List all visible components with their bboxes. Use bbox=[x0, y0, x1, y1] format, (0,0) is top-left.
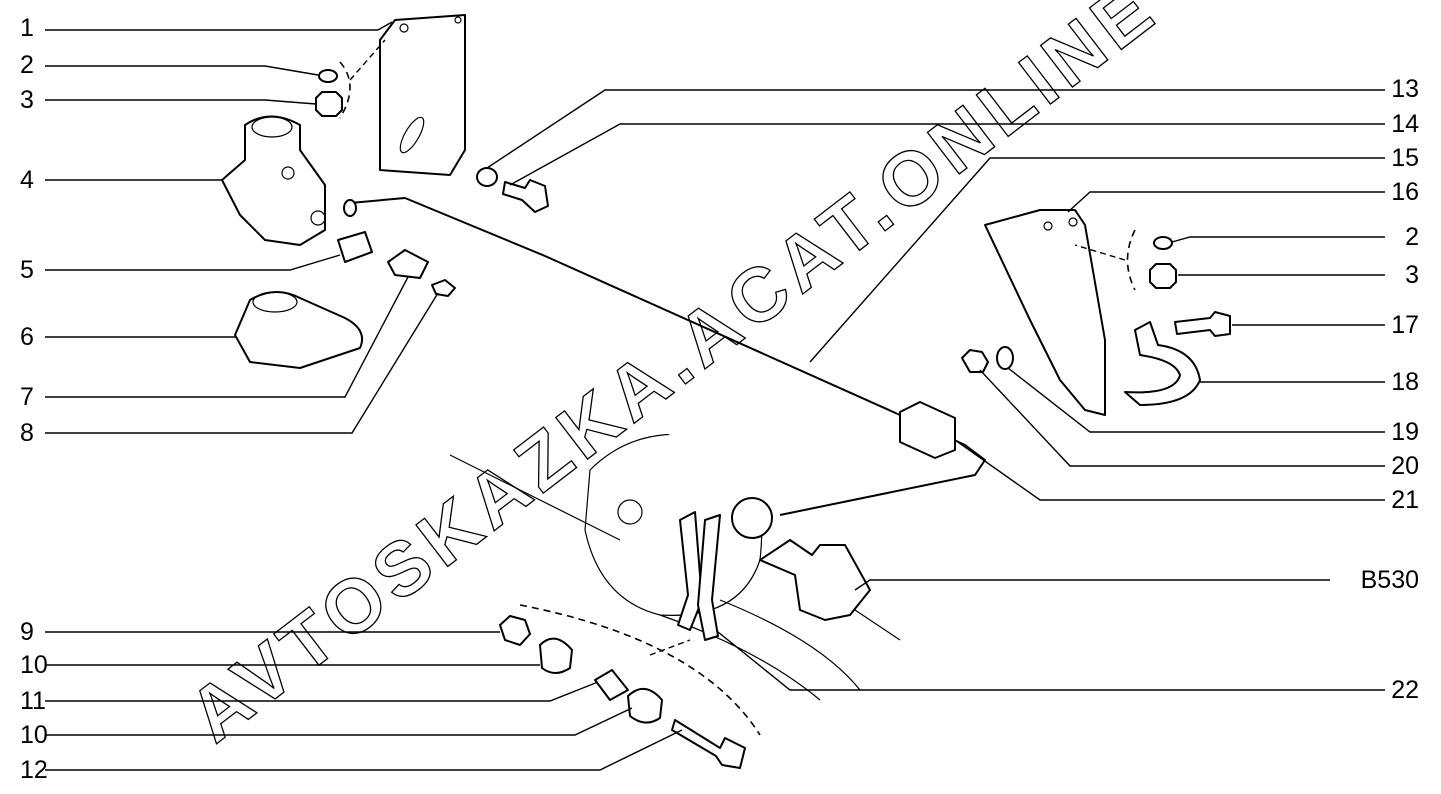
callout-6: 6 bbox=[20, 323, 34, 351]
callout-3-right: 3 bbox=[1405, 261, 1419, 289]
callout-16: 16 bbox=[1391, 178, 1419, 206]
cover-6 bbox=[234, 291, 364, 369]
callout-12: 12 bbox=[20, 756, 48, 784]
clamp-18 bbox=[1124, 321, 1201, 406]
callout-20: 20 bbox=[1391, 452, 1419, 480]
bushing-5 bbox=[337, 231, 373, 263]
callout-15: 15 bbox=[1391, 144, 1419, 172]
callout-3: 3 bbox=[20, 86, 34, 114]
bracket-1 bbox=[379, 14, 466, 176]
callout-17: 17 bbox=[1391, 311, 1419, 339]
rod-eye bbox=[731, 497, 773, 539]
callout-2-right: 2 bbox=[1405, 223, 1419, 251]
washer-2-right bbox=[1153, 236, 1173, 250]
callout-2: 2 bbox=[20, 51, 34, 79]
bushing-10 bbox=[539, 637, 573, 674]
bushing-10-lower bbox=[627, 688, 663, 724]
washer-13 bbox=[476, 167, 498, 187]
bolt-17 bbox=[1174, 311, 1231, 337]
bolt-14 bbox=[502, 179, 549, 213]
washer-19 bbox=[996, 346, 1014, 370]
leader-lines bbox=[45, 21, 1385, 771]
sleeve-11 bbox=[594, 669, 629, 701]
callout-21: 21 bbox=[1391, 486, 1419, 514]
callout-7: 7 bbox=[20, 383, 34, 411]
nut-20 bbox=[961, 349, 989, 373]
callout-9: 9 bbox=[20, 618, 34, 646]
callout-10: 10 bbox=[20, 651, 48, 679]
nut-9 bbox=[499, 615, 531, 646]
valve-4 bbox=[221, 115, 326, 246]
callout-14: 14 bbox=[1391, 110, 1419, 138]
callout-22: 22 bbox=[1391, 676, 1419, 704]
callout-11: 11 bbox=[20, 687, 46, 715]
bracket-16 bbox=[984, 209, 1106, 416]
callout-5: 5 bbox=[20, 256, 34, 284]
callout-b530: B530 bbox=[1360, 566, 1419, 594]
callout-1: 1 bbox=[20, 14, 34, 42]
washer-2 bbox=[318, 69, 338, 83]
clamp-7 bbox=[387, 249, 429, 279]
callout-13: 13 bbox=[1391, 75, 1419, 103]
link-plate-22 bbox=[677, 511, 703, 631]
nut-3-right bbox=[1149, 263, 1177, 289]
callout-10-lower: 10 bbox=[20, 721, 48, 749]
callout-4: 4 bbox=[20, 166, 34, 194]
bolt-12 bbox=[671, 719, 746, 769]
callout-18: 18 bbox=[1391, 368, 1419, 396]
cushion-21 bbox=[899, 401, 956, 459]
nut-3 bbox=[315, 91, 343, 117]
callout-19: 19 bbox=[1391, 418, 1419, 446]
screw-8 bbox=[431, 279, 456, 297]
callout-8: 8 bbox=[20, 419, 34, 447]
axle-bracket bbox=[759, 539, 871, 621]
